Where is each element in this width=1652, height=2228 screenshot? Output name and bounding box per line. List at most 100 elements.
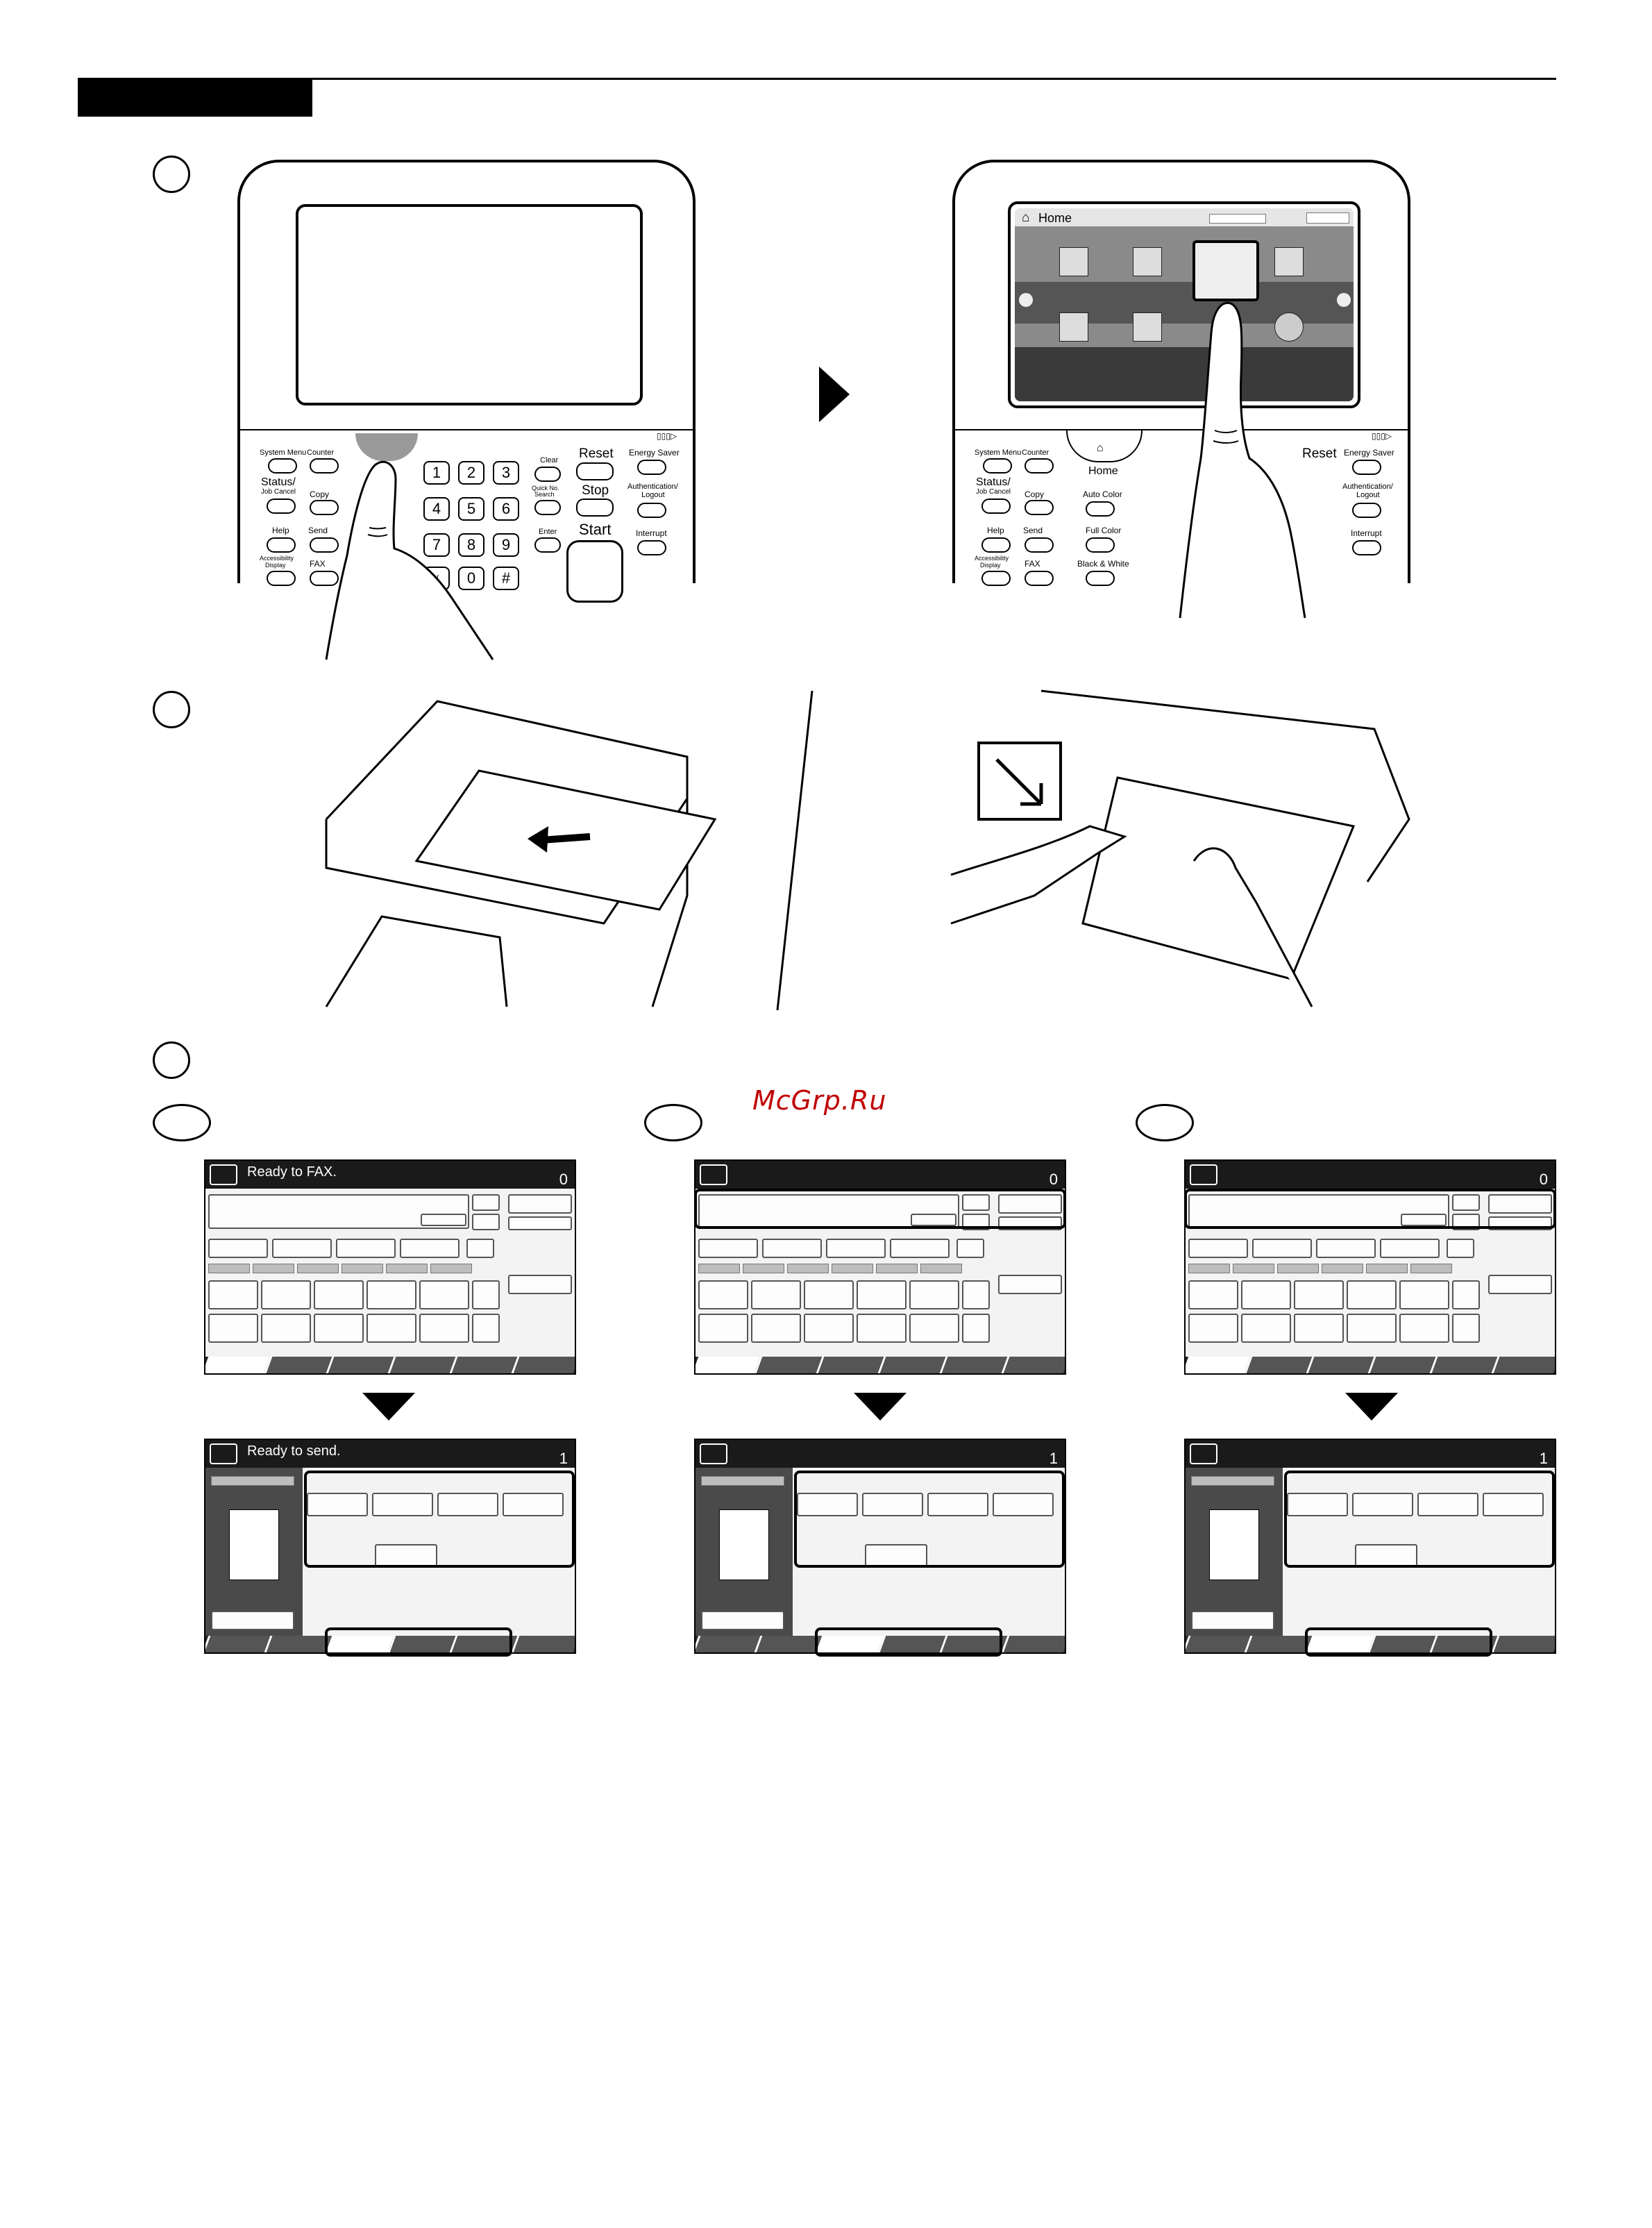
status-key[interactable]	[981, 499, 1011, 514]
enter-key[interactable]	[534, 537, 561, 553]
function-tab[interactable]	[511, 1636, 575, 1652]
key-9[interactable]: 9	[493, 533, 519, 557]
one-touch-key[interactable]	[208, 1314, 258, 1343]
enter-button[interactable]	[911, 1214, 956, 1226]
page-down-button[interactable]	[472, 1314, 500, 1343]
function-tab[interactable]	[511, 1357, 575, 1373]
group-tab[interactable]	[208, 1264, 250, 1273]
one-touch-key[interactable]	[314, 1314, 364, 1343]
menu-button[interactable]	[508, 1275, 572, 1294]
group-tab[interactable]	[297, 1264, 339, 1273]
function-tab[interactable]	[1186, 1357, 1251, 1373]
one-touch-key[interactable]	[314, 1280, 364, 1309]
page-up-button[interactable]	[1452, 1280, 1480, 1309]
group-tab[interactable]	[920, 1264, 962, 1273]
index-tab-button[interactable]	[208, 1239, 268, 1258]
function-tab[interactable]	[1244, 1636, 1313, 1652]
page-up-button[interactable]	[472, 1280, 500, 1309]
function-tab[interactable]	[387, 1357, 456, 1373]
function-tab[interactable]	[1186, 1636, 1251, 1652]
fax-key[interactable]	[310, 571, 339, 586]
key-7[interactable]: 7	[423, 533, 450, 557]
energy-saver-key[interactable]	[1352, 460, 1381, 475]
counter-key[interactable]	[310, 458, 339, 474]
one-touch-key[interactable]	[366, 1314, 416, 1343]
one-touch-key[interactable]	[261, 1280, 311, 1309]
full-color-key[interactable]	[1086, 537, 1115, 553]
detail-button[interactable]	[1488, 1194, 1552, 1214]
group-tab[interactable]	[876, 1264, 918, 1273]
index-tab-button[interactable]	[1252, 1239, 1312, 1258]
status-key[interactable]	[267, 499, 296, 514]
function-tab[interactable]	[1491, 1636, 1555, 1652]
one-touch-key[interactable]	[419, 1314, 469, 1343]
size-setting-button[interactable]	[1417, 1493, 1478, 1516]
index-tab-button[interactable]	[698, 1239, 758, 1258]
energy-saver-key[interactable]	[637, 460, 666, 475]
function-tab[interactable]	[754, 1636, 823, 1652]
index-tab-button[interactable]	[1380, 1239, 1440, 1258]
scroll-up-button[interactable]	[472, 1194, 500, 1211]
accessibility-key[interactable]	[267, 571, 296, 586]
one-touch-key[interactable]	[419, 1280, 469, 1309]
one-touch-key[interactable]	[698, 1314, 748, 1343]
duplex-setting-button[interactable]	[372, 1493, 433, 1516]
preview-button[interactable]	[211, 1611, 294, 1630]
menu-button[interactable]	[998, 1275, 1062, 1294]
send-key[interactable]	[310, 537, 339, 553]
send-key[interactable]	[1025, 537, 1054, 553]
function-tab[interactable]	[1491, 1357, 1555, 1373]
address-book-icon[interactable]	[956, 1239, 984, 1258]
scroll-left-icon[interactable]	[1019, 293, 1033, 307]
function-tab[interactable]	[1001, 1636, 1065, 1652]
enter-button[interactable]	[1401, 1214, 1447, 1226]
function-tab[interactable]	[1306, 1357, 1374, 1373]
key-2[interactable]: 2	[458, 461, 484, 485]
one-touch-key[interactable]	[1347, 1280, 1397, 1309]
black-white-key[interactable]	[1086, 571, 1115, 586]
color-setting-button[interactable]	[503, 1493, 564, 1516]
scroll-up-button[interactable]	[962, 1194, 990, 1211]
size-setting-button[interactable]	[927, 1493, 988, 1516]
group-tab[interactable]	[832, 1264, 873, 1273]
one-touch-key[interactable]	[1399, 1280, 1449, 1309]
one-touch-key[interactable]	[909, 1314, 959, 1343]
group-tab[interactable]	[698, 1264, 740, 1273]
index-tab-button[interactable]	[1316, 1239, 1376, 1258]
one-touch-key[interactable]	[909, 1280, 959, 1309]
group-tab[interactable]	[1233, 1264, 1274, 1273]
index-tab-button[interactable]	[826, 1239, 886, 1258]
clear-key[interactable]	[534, 467, 561, 482]
browser-app-icon[interactable]	[1274, 312, 1304, 342]
key-0[interactable]: 0	[458, 567, 484, 590]
quick-no-key[interactable]	[534, 500, 561, 515]
index-tab-button[interactable]	[272, 1239, 332, 1258]
one-touch-key[interactable]	[261, 1314, 311, 1343]
function-tab[interactable]	[1244, 1357, 1313, 1373]
doc-box-app-icon[interactable]	[1059, 312, 1088, 342]
group-tab[interactable]	[743, 1264, 784, 1273]
accessibility-key[interactable]	[981, 571, 1011, 586]
group-tab[interactable]	[1322, 1264, 1363, 1273]
function-tab[interactable]	[1429, 1357, 1498, 1373]
detail-button[interactable]	[508, 1194, 572, 1214]
reset-key[interactable]	[576, 462, 614, 480]
help-key[interactable]	[981, 537, 1011, 553]
usb-app-icon[interactable]	[1133, 312, 1162, 342]
function-tab[interactable]	[264, 1357, 332, 1373]
menu-button[interactable]	[1488, 1275, 1552, 1294]
copy-app-icon[interactable]	[1059, 247, 1088, 276]
function-tab[interactable]	[205, 1357, 271, 1373]
copy-key[interactable]	[1025, 500, 1054, 515]
key-5[interactable]: 5	[458, 497, 484, 521]
group-tab[interactable]	[1410, 1264, 1452, 1273]
start-key[interactable]	[566, 540, 623, 603]
key-hash[interactable]: #	[493, 567, 519, 590]
one-touch-key[interactable]	[1241, 1314, 1291, 1343]
auth-key[interactable]	[1352, 503, 1381, 518]
auth-key[interactable]	[637, 503, 666, 518]
one-touch-key[interactable]	[1294, 1314, 1344, 1343]
scroll-down-button[interactable]	[472, 1214, 500, 1230]
one-touch-key[interactable]	[751, 1314, 801, 1343]
group-tab[interactable]	[342, 1264, 383, 1273]
